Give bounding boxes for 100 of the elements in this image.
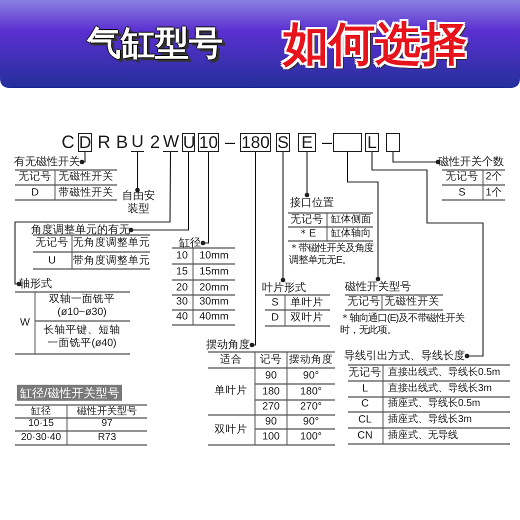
table-cell: 无角度调整单元 (73, 236, 149, 250)
leader-line (346, 152, 380, 282)
field-heading: 导线引出方式、导线长度 (344, 348, 467, 364)
table-cell-text: 无记号 (34, 236, 70, 250)
table-cell-text: CL (357, 414, 373, 426)
table-cell: 插座式、导线长3m (388, 414, 472, 426)
table-cell-text: 长轴平键、短轴一面铣平(ø40) (42, 324, 122, 350)
table-cell: 插座式、无导线 (388, 430, 458, 442)
table-cell-text: 90 (264, 416, 278, 428)
table-cell: 插座式、导线长0.5m (388, 398, 480, 410)
table-cell: 摆动角度 (288, 354, 334, 366)
field-heading: 轴形式 (19, 276, 55, 292)
leader-line (304, 152, 310, 198)
table-cell-text: 100° (299, 430, 323, 444)
table-cell-text: 单叶片 (214, 384, 248, 398)
leader-line (280, 152, 286, 282)
code-dash: – (322, 132, 332, 154)
table-cell-text: D (30, 186, 40, 200)
field-heading: 接口位置 (290, 195, 336, 211)
table-cell-text: 无记号 (444, 170, 480, 184)
leader-line (392, 152, 440, 164)
table-cell-text: 180° (299, 386, 323, 398)
table-cell-text: 缸体轴向 (330, 228, 372, 240)
header-title: 气缸型号 (87, 24, 223, 64)
table-cell-text: 90° (302, 370, 320, 382)
code-character: U (131, 133, 144, 152)
code-character: 2 (149, 132, 161, 154)
table-cell-text: 10·15 (27, 418, 55, 430)
table-cell-text: D (270, 312, 280, 324)
table-cell-text: 270° (299, 400, 323, 414)
table-cell-text: 带磁性开关 (58, 186, 114, 200)
leader-line (128, 152, 190, 232)
table-cell-text: 97 (100, 418, 114, 430)
table-cell-text: 40mm (198, 310, 230, 324)
table-cell-text: W (19, 316, 31, 330)
table-cell-text: U (47, 254, 57, 268)
table-cell-text: 20mm (198, 282, 230, 294)
table-cell-text: 无磁性开关 (384, 296, 440, 308)
leader-line (80, 152, 86, 164)
table-cell-text: 双叶片 (290, 312, 324, 324)
note-text: ＊轴向通口(E)及不带磁性开关时，无此项。 (340, 313, 466, 337)
field-heading: 自由安装型 (121, 190, 156, 218)
table-cell-text: CN (356, 430, 374, 442)
leader-line (371, 152, 484, 358)
table-cell-text: 100 (261, 430, 281, 444)
table-cell-text: 90° (302, 416, 320, 428)
table-title: 缸径/磁性开关型号 (17, 384, 122, 402)
table-cell-text: C (360, 398, 370, 410)
field-heading: 有无磁性开关 (14, 154, 82, 170)
table-cell: 直接出线式、导线长3m (388, 383, 492, 395)
table-cell-text: 270 (261, 400, 281, 414)
header-subtitle: 如何选择 (283, 16, 467, 72)
table-cell-text: 1个 (484, 186, 504, 200)
table-cell-text: 40 (175, 310, 189, 324)
code-character: C (61, 132, 75, 154)
table-cell-text: 20 (175, 282, 189, 294)
table-cell-text: 180 (261, 386, 281, 398)
table-cell: 无记号 (348, 366, 382, 380)
table-cell-text: 磁性开关型号 (76, 406, 138, 418)
table-cell: 直接出线式、导线长0.5m (388, 367, 500, 379)
leader-line (250, 152, 256, 348)
table-cell-text: ＊E (296, 228, 317, 240)
table-cell-text: 双轴一面铣平 (ø10~ø30) (48, 293, 116, 319)
table-cell-text: 缸径 (30, 406, 52, 418)
table-cell-text: 无记号 (290, 214, 324, 226)
note-text: ＊带磁性开关及角度调整单元无E。 (289, 243, 375, 267)
code-box: U (182, 133, 195, 152)
code-character: B (115, 132, 129, 154)
field-heading: 缸径 (179, 235, 203, 251)
field-heading: 摆动角度 (206, 337, 252, 353)
code-box: 10 (198, 133, 219, 152)
table-cell-text: 30 (175, 296, 189, 308)
table-cell-text: 记号 (259, 354, 283, 366)
table-cell-text: 无磁性开关 (58, 170, 114, 184)
leader-line (135, 152, 140, 192)
table-cell-text: 15mm (198, 266, 230, 278)
table-cell-text: S (270, 296, 280, 310)
table-cell-text: 无记号 (18, 170, 52, 184)
table-cell-text: 缸体侧面 (330, 214, 372, 226)
code-box: S (276, 133, 290, 152)
table-cell-text: S (457, 186, 466, 200)
field-heading: 叶片形式 (262, 280, 308, 296)
code-box: E (298, 133, 316, 152)
table-cell-text: 单叶片 (290, 296, 324, 310)
table-cell-text: R73 (96, 432, 118, 444)
code-dash: – (224, 132, 236, 154)
table-cell-text: 10 (175, 250, 189, 262)
blank-code-box (386, 133, 400, 152)
blank-code-box (333, 133, 362, 152)
table-cell-text: 30mm (198, 296, 230, 308)
code-box: D (78, 133, 92, 152)
table-cell-text: 15 (175, 266, 189, 278)
code-character: R (97, 132, 111, 154)
table-cell-text: 90 (264, 370, 278, 382)
code-box: 180 (240, 133, 271, 152)
code-box: L (365, 133, 379, 152)
table-cell-text: 双叶片 (214, 424, 248, 436)
table-cell-text: 10mm (198, 250, 230, 262)
table-cell: 无记号 (347, 296, 381, 308)
table-cell-text: 20·30·40 (20, 432, 62, 444)
